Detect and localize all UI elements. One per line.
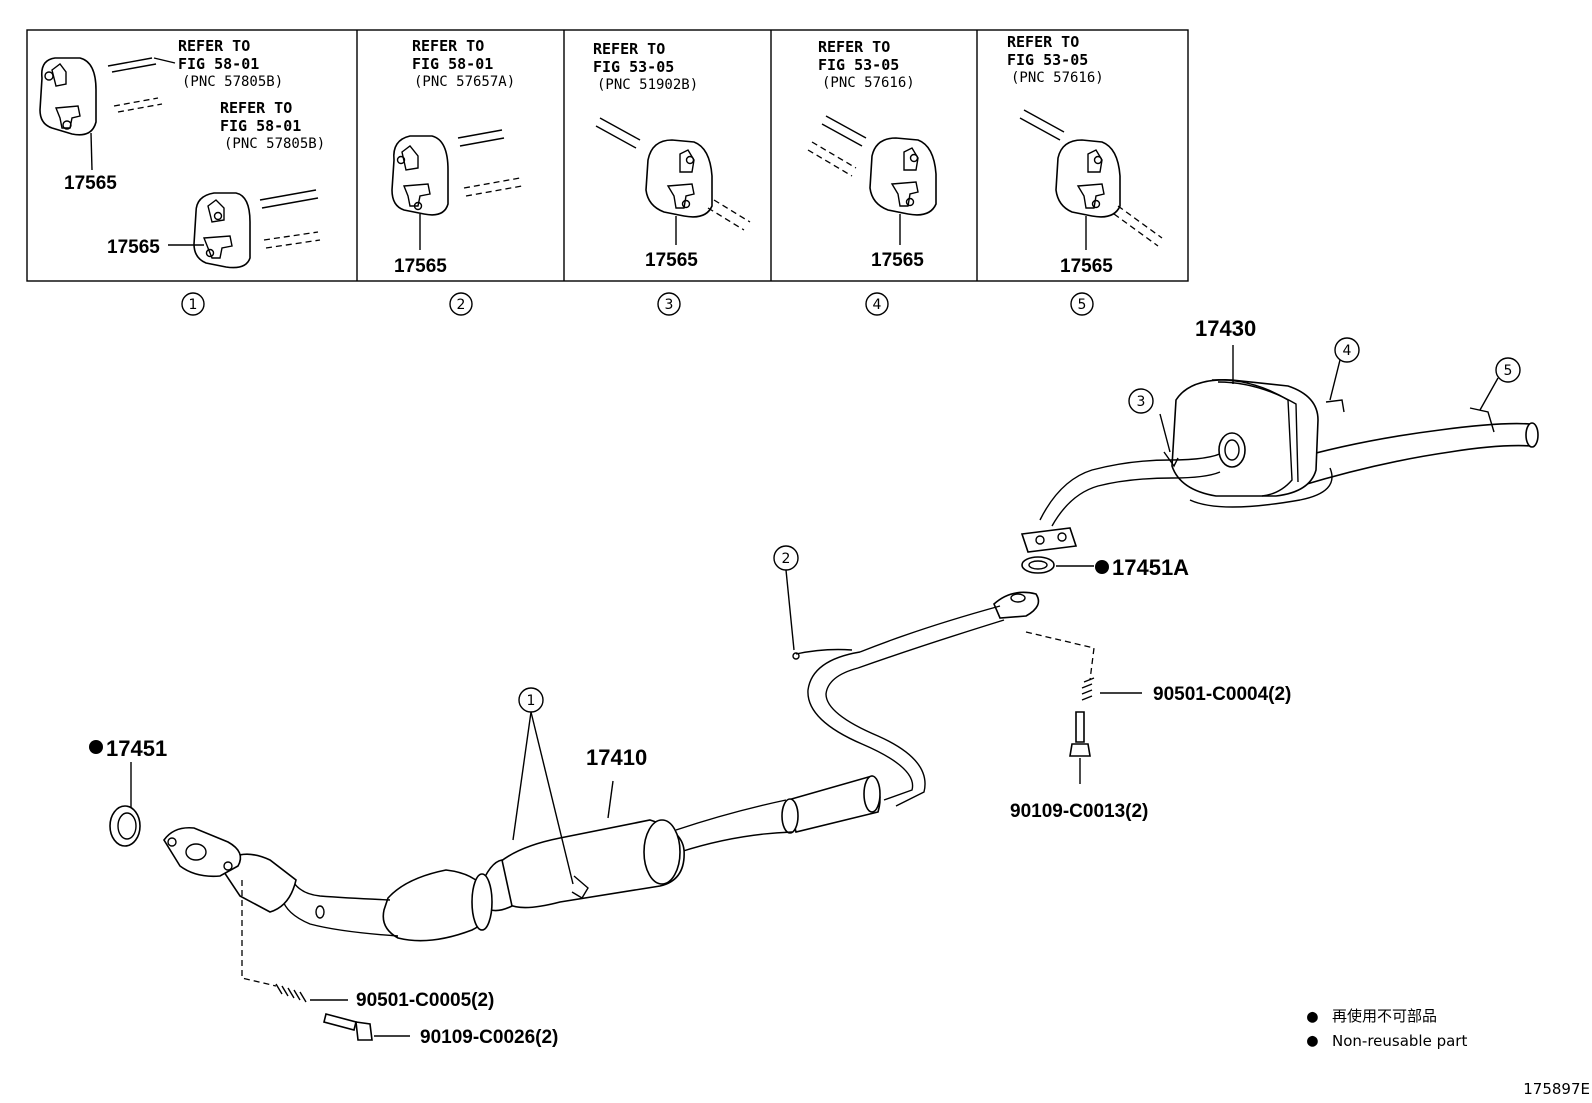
panel2-part: 17565 [394,256,447,277]
detail-panel-1: REFER TO FIG 58-01 (PNC 57805B) REFER TO… [39,37,325,269]
hanger-callout-1: 1 [527,693,536,709]
part-17430: 17430 [1195,316,1256,341]
panel2-ref-line1: REFER TO [412,37,484,55]
panel1-ref2-line2: FIG 58-01 [220,117,301,135]
rubber-hanger-icon [869,137,937,216]
panel1-ref1-line1: REFER TO [178,37,250,55]
panel-callout-5: 5 [1078,297,1087,313]
panel4-ref-line1: REFER TO [818,38,890,56]
legend-jp: 再使用不可部品 [1332,1007,1437,1025]
hanger-callout-4: 4 [1343,343,1352,359]
front-fasteners [241,880,410,1041]
non-reusable-dot-icon [1095,560,1109,574]
panel1-ref1-pnc: (PNC 57805B) [182,74,283,90]
detail-panel-5: REFER TO FIG 53-05 (PNC 57616) 17565 [1007,33,1163,277]
panel5-ref-pnc: (PNC 57616) [1011,70,1104,86]
panel4-part: 17565 [871,250,924,271]
panel3-ref-line1: REFER TO [593,40,665,58]
part-90109-c0026: 90109-C0026(2) [420,1027,558,1048]
panel4-ref-line2: FIG 53-05 [818,56,899,74]
non-reusable-dot-icon [89,740,103,754]
panel-callout-4: 4 [873,297,882,313]
panel1-ref1-line2: FIG 58-01 [178,55,259,73]
bolt-icon [1069,711,1091,757]
panel-callout-3: 3 [665,297,674,313]
panel-callout-2: 2 [457,297,466,313]
panel3-part: 17565 [645,250,698,271]
rubber-hanger-icon [193,192,251,269]
rubber-hanger-icon [39,57,97,136]
panel1-part-a: 17565 [64,173,117,194]
panel5-part: 17565 [1060,256,1113,277]
hanger-callout-2: 2 [782,551,791,567]
spring-icon [1081,677,1095,701]
front-pipe-callouts: 1 2 [512,545,799,885]
part-90501-c0004: 90501-C0004(2) [1153,684,1291,705]
part-17451: 17451 [106,736,167,761]
panel5-ref-line2: FIG 53-05 [1007,51,1088,69]
panel1-ref2-line1: REFER TO [220,99,292,117]
figure-id: 175897E [1523,1080,1590,1098]
part-17451a: 17451A [1112,555,1189,580]
hanger-callout-5: 5 [1504,363,1513,379]
hanger-callout-3: 3 [1137,394,1146,410]
panel2-ref-line2: FIG 58-01 [412,55,493,73]
panel2-ref-pnc: (PNC 57657A) [414,74,515,90]
legend-en: Non-reusable part [1332,1032,1467,1050]
panel3-ref-pnc: (PNC 51902B) [597,77,698,93]
detail-panel-4: REFER TO FIG 53-05 (PNC 57616) 17565 [807,38,937,271]
part-90109-c0013: 90109-C0013(2) [1010,801,1148,822]
panel-callout-1: 1 [189,297,198,313]
panel1-ref2-pnc: (PNC 57805B) [224,136,325,152]
spring-icon [275,983,307,1003]
part-17410: 17410 [586,745,647,770]
rubber-hanger-icon [1055,139,1121,218]
rubber-hanger-icon [391,135,449,216]
bolt-icon [323,1013,373,1041]
legend-dot-icon: ● [1307,1030,1318,1051]
panel3-ref-line2: FIG 53-05 [593,58,674,76]
part-90501-c0005: 90501-C0005(2) [356,990,494,1011]
rubber-hanger-icon [645,139,713,218]
panel-callouts: 1 2 3 4 5 [181,292,1094,316]
legend-dot-icon: ● [1307,1006,1318,1027]
detail-panel-2: REFER TO FIG 58-01 (PNC 57657A) 17565 [391,37,523,277]
detail-panels-frame [26,29,1189,282]
legend: ● 再使用不可部品 ● Non-reusable part [1307,1006,1467,1051]
detail-panel-3: REFER TO FIG 53-05 (PNC 51902B) 17565 [593,40,751,271]
muffler-hanger-callouts: 3 4 5 [1128,337,1521,414]
gasket-17451a [1021,556,1109,574]
muffler-assembly [1020,345,1539,553]
rear-fasteners [1025,631,1142,784]
front-pipe-assembly [163,591,1040,942]
panel5-ref-line1: REFER TO [1007,33,1079,51]
panel1-part-b: 17565 [107,237,160,258]
panel4-ref-pnc: (PNC 57616) [822,75,915,91]
gasket-17451 [89,740,141,847]
